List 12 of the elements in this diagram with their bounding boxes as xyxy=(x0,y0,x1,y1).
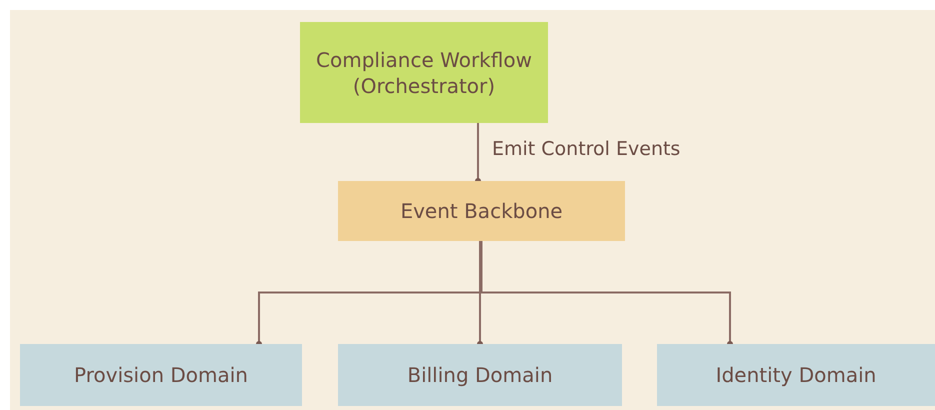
process-box xyxy=(338,344,622,406)
connector xyxy=(477,241,483,347)
node-label: Event Backbone xyxy=(399,198,564,224)
node-label: Billing Domain xyxy=(406,362,554,388)
connector xyxy=(475,123,481,184)
process-box xyxy=(300,22,548,123)
node-label: Provision Domain xyxy=(73,362,249,388)
node-label: Identity Domain xyxy=(714,362,878,388)
process-box xyxy=(20,344,302,406)
process-box xyxy=(338,181,625,241)
node-label: Compliance Workflow (Orchestrator) xyxy=(315,46,533,98)
process-box xyxy=(657,344,935,406)
